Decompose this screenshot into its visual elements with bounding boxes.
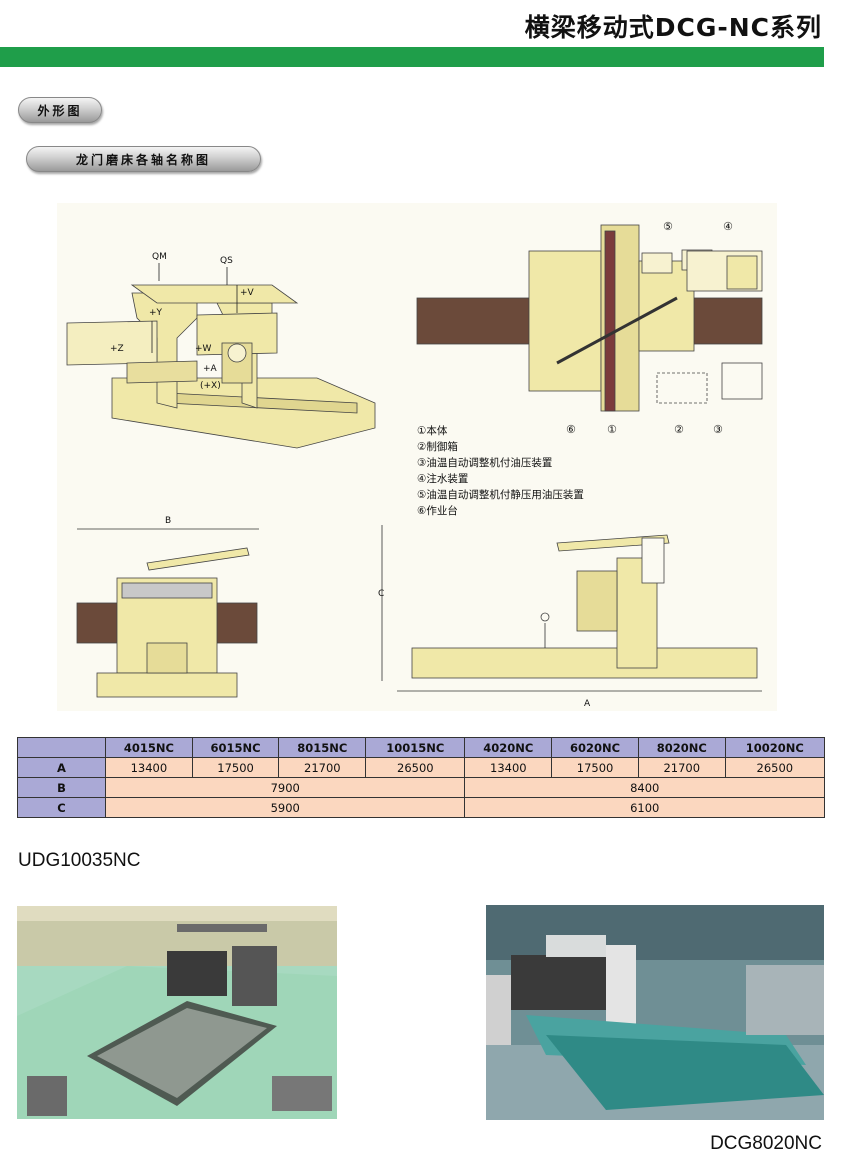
technical-drawing: QM QS +V +Y +Z +W +A (+X) <box>57 203 777 711</box>
table-cell: 26500 <box>365 757 466 778</box>
axis-label-qs: QS <box>220 256 233 266</box>
table-col-header: 6015NC <box>191 737 280 758</box>
axis-arrows <box>151 263 238 353</box>
legend-item: ⑤油温自动调整机付静压用油压装置 <box>417 488 584 501</box>
axis-label-x: (+X) <box>200 381 221 391</box>
side-view: C A <box>378 525 762 709</box>
table-cell: 17500 <box>551 757 639 778</box>
dimension-label-b: B <box>165 516 171 526</box>
axis-labels: QM QS +V +Y +Z +W +A (+X) <box>110 252 255 391</box>
photo-caption-left: UDG10035NC <box>18 850 141 871</box>
callout-3: ③ <box>713 423 723 436</box>
dimensions-table: 4015NC 6015NC 8015NC 10015NC 4020NC 6020… <box>17 737 826 818</box>
legend-item: ①本体 <box>417 424 448 437</box>
table-corner <box>17 737 106 758</box>
dimension-label-a: A <box>584 699 591 709</box>
page-title: 横梁移动式DCG-NC系列 <box>524 13 822 42</box>
legend-item: ③油温自动调整机付油压装置 <box>417 456 552 469</box>
table-cell: 13400 <box>105 757 193 778</box>
legend-item: ②制御箱 <box>417 440 458 453</box>
table-cell: 13400 <box>464 757 553 778</box>
table-header-row: 4015NC 6015NC 8015NC 10015NC 4020NC 6020… <box>17 737 826 758</box>
isometric-gantry <box>66 284 376 449</box>
callout-numbers: ⑤ ④ ⑥ ① ② ③ <box>566 220 733 436</box>
table-col-header: 10020NC <box>724 737 826 758</box>
table-cell: 6100 <box>464 797 825 818</box>
axis-label-a: +A <box>203 364 218 374</box>
table-row-label: C <box>17 797 106 818</box>
header-accent-bar <box>0 47 824 67</box>
table-row: B 7900 8400 <box>17 777 825 798</box>
component-legend: ①本体 ②制御箱 ③油温自动调整机付油压装置 ④注水装置 ⑤油温自动调整机付静压… <box>417 424 584 517</box>
callout-1: ① <box>607 423 617 436</box>
table-cell: 26500 <box>724 757 826 778</box>
axis-label-w: +W <box>195 344 212 354</box>
callout-6: ⑥ <box>566 423 576 436</box>
table-row-label: A <box>17 757 106 778</box>
table-cell: 17500 <box>191 757 280 778</box>
legend-item: ⑥作业台 <box>417 504 458 517</box>
table-cell: 7900 <box>104 777 466 798</box>
table-col-header: 4020NC <box>464 737 553 758</box>
factory-photo-left <box>17 906 337 1119</box>
axis-label-z: +Z <box>110 344 124 354</box>
factory-photo-right <box>486 905 824 1120</box>
table-row: A 13400 17500 21700 26500 13400 17500 21… <box>17 757 826 778</box>
table-cell: 5900 <box>104 797 466 818</box>
axis-label-qm: QM <box>152 252 167 262</box>
table-row: C 5900 6100 <box>17 797 825 818</box>
front-view: B <box>76 516 259 698</box>
axis-label-y: +Y <box>149 308 163 318</box>
section-label-outline: 外形图 <box>18 97 102 123</box>
table-cell: 21700 <box>278 757 367 778</box>
table-cell: 8400 <box>464 777 825 798</box>
table-cell: 21700 <box>637 757 726 778</box>
table-col-header: 4015NC <box>105 737 193 758</box>
callout-4: ④ <box>723 220 733 233</box>
table-col-header: 10015NC <box>365 737 466 758</box>
photo-caption-right: DCG8020NC <box>710 1133 822 1154</box>
section-label-axis-names: 龙门磨床各轴名称图 <box>26 146 261 172</box>
top-view-layout <box>416 224 763 412</box>
axis-label-v: +V <box>240 288 255 298</box>
callout-2: ② <box>674 423 684 436</box>
legend-item: ④注水装置 <box>417 472 468 485</box>
table-row-label: B <box>17 777 106 798</box>
table-col-header: 6020NC <box>551 737 639 758</box>
callout-5: ⑤ <box>663 220 673 233</box>
drawing-svg: QM QS +V +Y +Z +W +A (+X) <box>66 220 763 709</box>
dimension-label-c: C <box>378 589 384 599</box>
table-col-header: 8015NC <box>278 737 367 758</box>
table-col-header: 8020NC <box>637 737 726 758</box>
